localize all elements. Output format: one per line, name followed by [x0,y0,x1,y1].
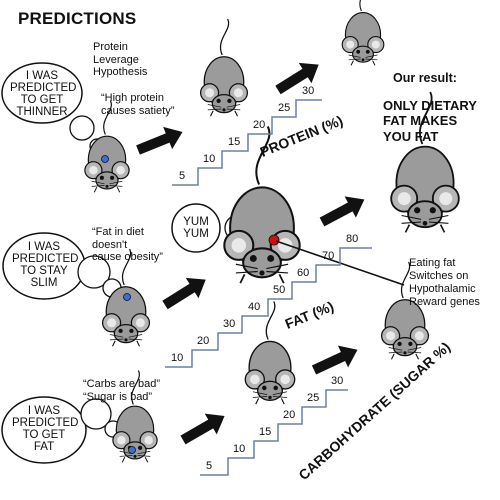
fat-step-label: 70 [322,250,335,262]
hypothesis-name: Protein Leverage Hypothesis [93,41,147,79]
protein-step-label: 30 [302,85,315,97]
arrow-carb-1 [177,405,231,451]
mouse-protein-end [341,0,385,66]
hypothesis-quote-line: “High protein [101,92,164,104]
result-label: Our result: [393,71,457,85]
hypothesis-line: Hypothesis [93,66,148,79]
fat-quote-line: “Fat in diet [92,226,144,238]
hypothesis-line: Leverage [93,53,139,66]
result-line: ONLY DIETARY [383,98,477,113]
mouse-protein-mid [199,18,249,117]
bubble-line: PREDICTED [10,82,77,95]
page-title: PREDICTIONS [18,9,137,28]
bubble-text-fat: I WAS PREDICTED TO STAY SLIM [12,241,79,290]
bubble-line: TO GET [22,429,66,442]
fat-quote-line: cause obesity” [92,251,163,264]
protein-step-label: 25 [278,102,291,114]
carb-quote-line: “Sugar is bad” [83,390,153,403]
thought-bubble-fat [2,232,122,300]
carb-quote-line: “Carbs are bad” [83,378,161,390]
stair-fat [165,247,372,368]
bubble-line: YUM [183,228,209,241]
bubble-line: PREDICTED [12,253,79,266]
bubble-line: TO GET [20,94,64,107]
bubble-text-yum: YUM YUM [176,216,216,240]
bubble-text-protein: I WAS PREDICTED TO GET THINNER [10,70,77,119]
thought-bubble-protein [1,62,105,154]
protein-step-label: 15 [228,136,241,148]
hypothesis-quote: “High protein causes satiety” [101,92,174,117]
hypothesis-line: Protein [93,41,128,53]
fat-step-label: 20 [197,335,210,347]
blue-dot [101,155,109,163]
fat-step-label: 40 [248,301,261,313]
fat-step-label: 50 [273,284,286,296]
protein-step-label: 20 [253,119,266,131]
arrow-protein-1 [133,120,188,162]
bubble-line: I WAS [25,70,59,82]
annotation-line: Eating fat [409,257,456,269]
fat-quote-line: doesn't [92,238,128,251]
carb-step-label: 30 [331,375,344,387]
bubble-line: TO STAY [20,265,68,278]
bubble-line: THINNER [16,106,68,119]
fat-step-label: 80 [346,233,359,245]
stair-carb [200,389,348,476]
protein-step-label: 10 [203,153,216,165]
arrow-protein-2 [271,54,326,101]
result-line: YOU FAT [383,128,439,144]
annotation-line: Reward genes [409,295,480,308]
reward-annotation: Eating fat Switches on Hypothalamic Rewa… [409,257,480,309]
arrow-fat-1 [158,269,213,316]
carb-quote: “Carbs are bad” “Sugar is bad” [83,378,160,403]
fat-step-label: 10 [171,352,184,364]
fat-step-label: 60 [297,267,310,279]
protein-step-label: 5 [179,170,186,182]
blue-dot [123,293,131,301]
hypothesis-quote-line: causes satiety” [101,104,175,117]
blue-dot [128,446,136,454]
carb-step-label: 10 [233,443,246,455]
carb-step-label: 25 [307,392,320,404]
bubble-line: SLIM [30,277,58,290]
carb-step-label: 15 [259,426,272,438]
bubble-line: FAT [33,441,55,454]
carb-step-label: 20 [283,409,296,421]
result-statement: ONLY DIETARY FAT MAKES YOU FAT [383,98,477,144]
fat-step-label: 30 [223,318,236,330]
thought-bubble-carb [1,396,122,464]
red-dot [268,234,280,246]
fat-quote: “Fat in diet doesn't cause obesity” [92,226,163,264]
arrow-fat-2 [316,188,371,233]
bubble-line: YUM [183,216,209,228]
carb-step-label: 5 [206,460,213,472]
bubble-line: I WAS [27,241,61,253]
annotation-line: Switches on [409,269,469,282]
annotation-line: Hypothalamic [409,282,476,295]
result-line: FAT MAKES [383,113,458,129]
bubble-text-carb: I WAS PREDICTED TO GET FAT [12,405,79,454]
bubble-line: PREDICTED [12,417,79,430]
stair-protein [172,99,322,186]
bubble-line: I WAS [27,405,61,417]
